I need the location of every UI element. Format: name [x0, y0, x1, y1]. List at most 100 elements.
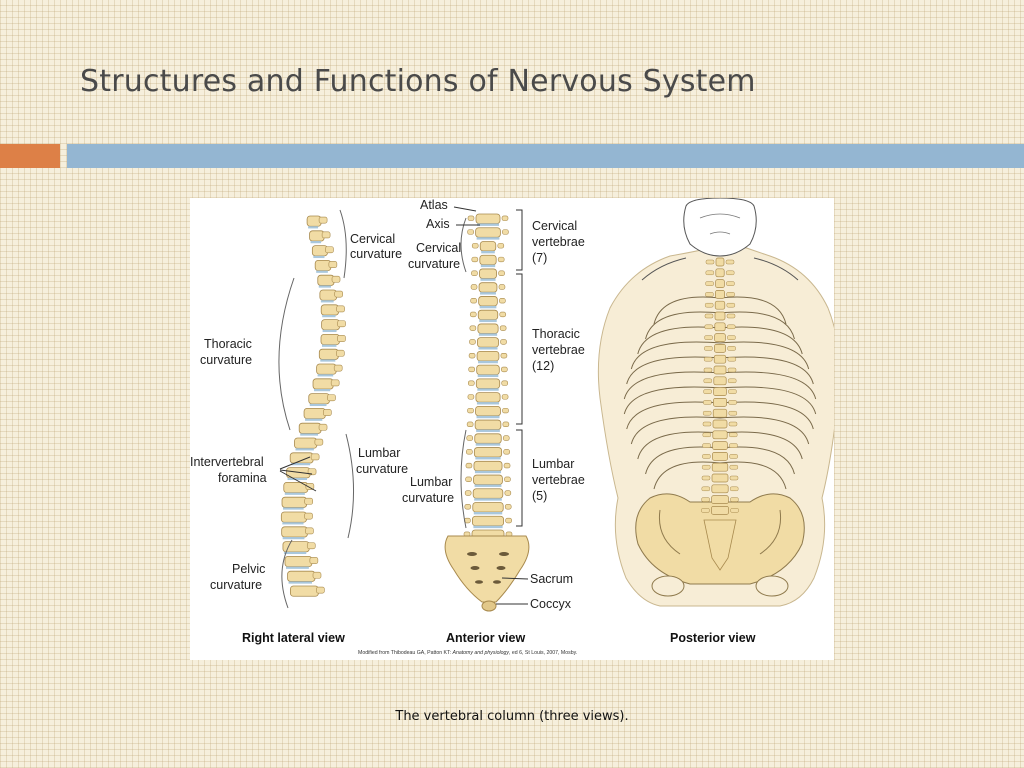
skull — [683, 198, 757, 257]
transverse-process — [464, 504, 472, 510]
accent-bar-blue — [67, 144, 1024, 168]
foramina-pointer-3 — [279, 470, 317, 492]
posterior-process — [729, 454, 738, 459]
vertebra-body — [475, 378, 501, 389]
vertebra-body — [472, 502, 504, 513]
intervertebral-disc — [477, 388, 499, 391]
vertebra-body — [477, 323, 499, 334]
sacral-foramen — [493, 580, 501, 584]
posterior-process — [727, 356, 737, 362]
posterior-process — [725, 259, 735, 265]
rib-left — [626, 356, 721, 385]
posterior-process — [701, 475, 711, 481]
intervertebral-disc — [473, 512, 503, 515]
rib-left — [653, 461, 721, 490]
transverse-process — [502, 407, 509, 414]
skull-sutures — [699, 213, 741, 235]
lateral-disc — [316, 270, 328, 273]
lateral-disc — [287, 477, 308, 481]
transverse-process — [498, 284, 506, 290]
foramina-pointers — [279, 456, 317, 492]
transverse-process — [502, 229, 509, 235]
label-pelvic-curvature-l2: curvature — [210, 578, 262, 592]
transverse-process — [501, 215, 509, 221]
transverse-process — [467, 215, 475, 221]
label-lumbar-vertebrae-l2: vertebrae — [532, 473, 585, 487]
posterior-process — [725, 270, 735, 276]
femoral-head-left — [651, 575, 685, 597]
posterior-vertebra — [711, 473, 729, 483]
label-lumbar-vertebrae-l1: Lumbar — [532, 457, 574, 471]
label-cervical-vertebrae-l1: Cervical — [532, 219, 577, 233]
spinous-process — [336, 349, 345, 357]
vertebra-body — [478, 296, 498, 307]
posterior-vertebra — [713, 354, 727, 364]
spinous-process — [337, 320, 346, 328]
transverse-process — [501, 394, 509, 400]
thoracic-arc — [278, 277, 295, 431]
posterior-process — [729, 475, 739, 481]
lateral-vertebra — [320, 333, 340, 346]
label-cervical-curvature-l1: Cervical — [350, 232, 395, 246]
posterior-process — [701, 508, 710, 513]
vertebra-body — [478, 282, 498, 293]
spinous-process — [310, 453, 320, 461]
posterior-process — [701, 497, 710, 502]
transverse-process — [504, 490, 512, 496]
posterior-process — [726, 302, 736, 308]
transverse-process — [466, 449, 473, 455]
view-label-lateral: Right lateral view — [242, 631, 345, 645]
label-thoracic-vertebrae-l3: (12) — [532, 359, 554, 373]
intervertebral-disc — [479, 305, 497, 309]
anterior-spine — [463, 213, 513, 540]
posterior-vertebra — [713, 398, 727, 407]
transverse-process — [465, 462, 473, 469]
posterior-process — [705, 259, 715, 265]
spinous-process — [318, 423, 328, 431]
slide-title: Structures and Functions of Nervous Syst… — [80, 64, 756, 99]
spinous-process — [312, 571, 322, 579]
rib-right — [719, 311, 795, 340]
lateral-disc — [291, 463, 311, 466]
credit-prefix: Modified from Thibodeau GA, Patton KT: — [358, 650, 452, 656]
rib-right — [719, 386, 817, 415]
accent-bar-orange — [0, 144, 60, 168]
lateral-vertebra — [289, 452, 314, 464]
transverse-process — [466, 435, 474, 441]
posterior-process — [703, 400, 712, 405]
figure-svg: Cervical curvature Thoracic curvature In… — [190, 198, 834, 656]
label-anterior-cervical-curvature-l1: Cervical — [416, 241, 461, 255]
rib-left — [623, 371, 721, 400]
lateral-vertebra — [320, 304, 339, 316]
posterior-vertebra — [711, 462, 729, 472]
posterior-process — [728, 432, 738, 438]
label-thoracic-vertebrae-l1: Thoracic — [532, 327, 580, 341]
posterior-process — [704, 346, 713, 351]
coccyx-shape — [481, 600, 497, 612]
lateral-disc — [310, 241, 322, 244]
lateral-vertebra — [284, 555, 313, 568]
lateral-vertebra — [318, 348, 339, 360]
vertebra-body — [476, 350, 500, 362]
transverse-process — [503, 462, 511, 469]
label-thoracic-vertebrae-l2: vertebrae — [532, 343, 585, 357]
posterior-process — [702, 410, 712, 416]
label-axis: Axis — [426, 217, 450, 231]
transverse-process — [471, 243, 479, 249]
posterior-process — [702, 421, 712, 427]
transverse-process — [500, 339, 507, 345]
spinous-process — [318, 216, 328, 224]
rib-left — [630, 416, 721, 445]
posterior-process — [726, 292, 735, 297]
label-anterior-lumbar-curvature-l1: Lumbar — [410, 475, 452, 489]
intervertebral-disc — [476, 402, 500, 405]
lateral-disc — [282, 537, 305, 540]
posterior-process — [727, 378, 737, 384]
transverse-process — [468, 366, 475, 373]
lateral-disc — [322, 315, 336, 318]
vertebra-body — [479, 268, 497, 279]
label-coccyx: Coccyx — [530, 597, 572, 611]
label-intervertebral-l1: Intervertebral — [190, 455, 264, 469]
transverse-process — [505, 517, 512, 524]
posterior-vertebra — [713, 387, 727, 396]
